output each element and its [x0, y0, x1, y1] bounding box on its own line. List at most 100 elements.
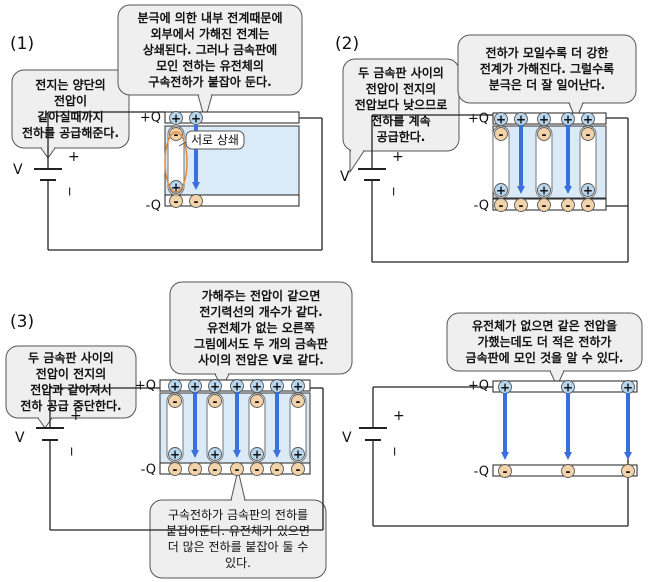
p4-plate-bottom-negative: -	[498, 464, 512, 479]
negative-charge-circle	[230, 462, 244, 476]
plus-sign: +	[171, 181, 181, 195]
battery-minus-label: I	[393, 446, 396, 459]
negative-charge-circle	[514, 198, 528, 212]
positive-charge-circle	[169, 111, 183, 125]
plus-sign: +	[496, 184, 506, 198]
positive-charge-circle	[291, 447, 305, 461]
plus-sign: +	[583, 113, 593, 127]
plus-sign: +	[272, 380, 282, 394]
bubble-text-line: 전계가 가해진다. 그럴수록	[480, 61, 614, 76]
dipole-body	[166, 392, 184, 463]
minus-sign: -	[173, 463, 178, 477]
minus-sign: -	[213, 463, 218, 477]
positive-charge-circle	[208, 447, 222, 461]
p2-plus-q-label: +Q	[468, 112, 489, 127]
bubble-text-line: 분극은 더 잘 일어난다.	[489, 77, 605, 92]
voltage-label: V	[15, 430, 25, 446]
positive-charge-circle	[208, 379, 222, 393]
dipole-positive-end: +	[168, 447, 182, 462]
negative-charge-circle	[537, 127, 551, 141]
negative-charge-circle	[621, 464, 635, 478]
dipole-negative-end: -	[537, 127, 551, 142]
plus-sign: +	[210, 448, 220, 462]
positive-charge-circle	[537, 183, 551, 197]
positive-charge-circle	[291, 379, 305, 393]
p3-plate-top-positive: +	[291, 379, 305, 394]
plus-sign: +	[232, 380, 242, 394]
minus-sign: -	[566, 465, 571, 479]
dipole-positive-end: +	[250, 447, 264, 462]
dipole-body	[579, 125, 597, 199]
dipole-body	[492, 125, 510, 199]
p3-number: (3)	[10, 312, 34, 332]
plus-sign: +	[496, 113, 506, 127]
p2-plate-top-positive: +	[581, 112, 595, 127]
bubble-text-line: 전압이 전지의	[36, 366, 106, 381]
plus-sign: +	[170, 380, 180, 394]
minus-sign: -	[194, 195, 199, 209]
minus-sign: -	[193, 463, 198, 477]
negative-charge-circle	[494, 198, 508, 212]
plus-sign: +	[293, 448, 303, 462]
bubble-text-line: 모인 전하는 유전체의	[156, 58, 264, 73]
positive-charge-circle	[250, 379, 264, 393]
negative-charge-circle	[208, 462, 222, 476]
battery-plus-label: +	[70, 408, 82, 424]
plus-sign: +	[191, 112, 201, 126]
negative-charge-circle	[189, 194, 203, 208]
dipole-negative-end: -	[168, 394, 182, 409]
dipole-body	[167, 125, 185, 196]
p3-plate-bottom-negative: -	[291, 462, 305, 477]
p2-plate-bottom-negative: -	[494, 198, 508, 213]
positive-charge-circle	[250, 447, 264, 461]
p1-number: (1)	[10, 34, 34, 54]
plus-sign: +	[500, 381, 510, 395]
p1-cancel-label-box	[185, 130, 245, 150]
dipole-positive-end: +	[208, 447, 222, 462]
p3-plate-bottom-negative: -	[230, 462, 244, 477]
voltage-label: V	[13, 162, 23, 178]
dipole-body	[289, 392, 307, 463]
p4-plate-top-positive: +	[561, 380, 575, 395]
minus-sign: -	[542, 199, 547, 213]
bubble-text-line: 구속전하가 금속판의 전하를	[168, 508, 308, 522]
positive-charge-circle	[189, 111, 203, 125]
minus-sign: -	[503, 465, 508, 479]
minus-sign: -	[174, 128, 179, 142]
p3-dipole	[166, 392, 184, 463]
p1-plate-bottom-negative: -	[189, 194, 203, 209]
p1-cancel-ring	[164, 131, 188, 193]
bubble-text-line: 전하를 계속	[371, 113, 430, 128]
bubble-text-line: 전하가 모일수록 더 강한	[486, 45, 609, 60]
p3-dipole	[289, 392, 307, 463]
minus-sign: -	[255, 395, 260, 409]
minus-sign: -	[174, 195, 179, 209]
minus-sign: -	[499, 128, 504, 142]
minus-sign: -	[542, 128, 547, 142]
battery-minus-label: I	[68, 186, 71, 199]
dipole-body	[206, 392, 224, 463]
p3-plate-top-positive: +	[168, 379, 182, 394]
minus-sign: -	[519, 199, 524, 213]
plus-sign: +	[516, 113, 526, 127]
bubble-text-line: 있다.	[225, 556, 251, 570]
bubble-text-line: 구속전하가 붙잡아 둔다.	[148, 74, 271, 89]
dipole-positive-end: +	[291, 447, 305, 462]
bubble-text-line: 전하를 공급해준다.	[22, 125, 119, 140]
bubble-text-line: 전지는 양단의	[35, 77, 105, 92]
bubble-text-line: 가해주는 전압이 같으면	[202, 288, 321, 303]
negative-charge-circle	[291, 394, 305, 408]
p2-number: (2)	[335, 34, 359, 54]
p2-plate-bottom-negative: -	[537, 198, 551, 213]
minus-sign: -	[296, 463, 301, 477]
positive-charge-circle	[168, 379, 182, 393]
p1-plus-q-label: +Q	[140, 111, 161, 126]
bubble-text-line: 붙잡아둔다. 유전체가 있으면	[166, 524, 310, 538]
p2-plate-top-positive: +	[537, 112, 551, 127]
minus-sign: -	[296, 395, 301, 409]
voltage-label: V	[342, 430, 352, 446]
negative-charge-circle	[270, 462, 284, 476]
p1-top-plate	[164, 111, 300, 124]
